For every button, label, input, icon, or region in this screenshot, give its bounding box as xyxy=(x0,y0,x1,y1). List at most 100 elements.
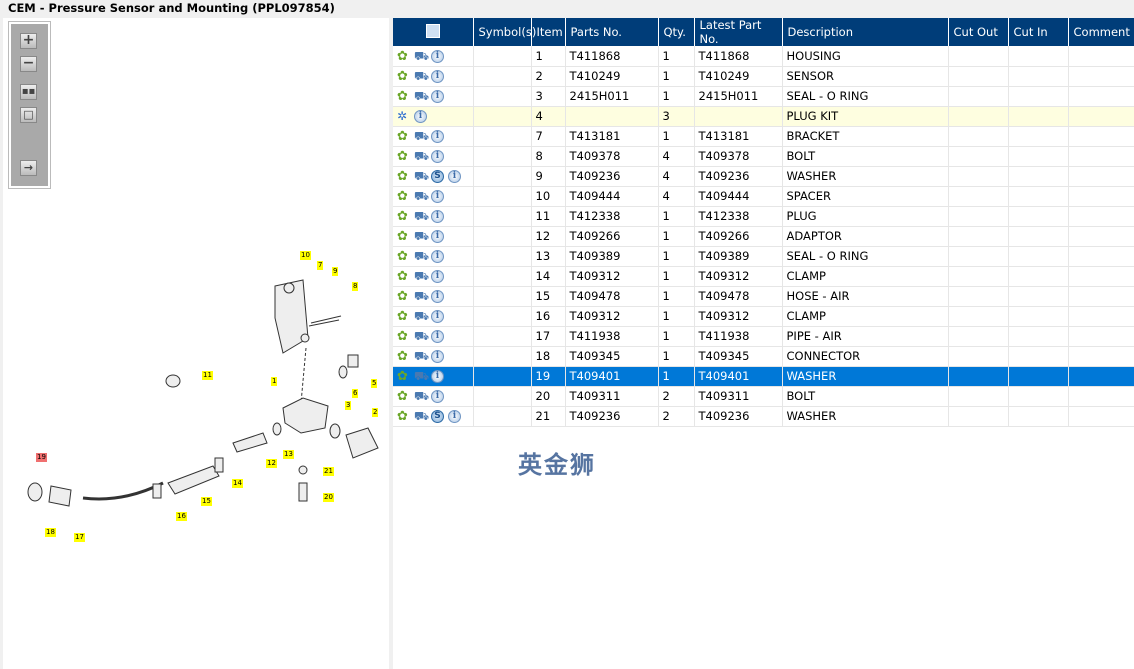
cart-icon[interactable]: ⛟ xyxy=(414,229,430,243)
gears-icon[interactable]: ✲ xyxy=(397,109,408,123)
zoom-out-button[interactable]: − xyxy=(20,56,37,72)
cart-icon[interactable]: ⛟ xyxy=(414,309,430,323)
info-icon[interactable]: i xyxy=(431,150,444,163)
gear-icon[interactable]: ✿ xyxy=(397,329,408,344)
header-item[interactable]: Item xyxy=(531,18,566,46)
gear-icon[interactable]: ✿ xyxy=(397,229,408,244)
cart-icon[interactable]: ⛟ xyxy=(414,209,430,223)
cart-icon[interactable]: ⛟ xyxy=(414,169,430,183)
callout-label[interactable]: 18 xyxy=(45,528,56,537)
callout-label[interactable]: 5 xyxy=(371,379,378,388)
header-latest-part-no[interactable]: Latest Part No. xyxy=(694,18,783,46)
cart-icon[interactable]: ⛟ xyxy=(414,189,430,203)
header-comment[interactable]: Comment xyxy=(1068,18,1134,46)
supersession-icon[interactable]: S xyxy=(431,170,444,183)
info-icon[interactable]: i xyxy=(431,70,444,83)
callout-label[interactable]: 12 xyxy=(266,459,277,468)
fit-all-button[interactable]: ▪▪ xyxy=(20,84,37,100)
actual-size-button[interactable]: □ xyxy=(20,107,37,123)
gear-icon[interactable]: ✿ xyxy=(397,389,408,404)
callout-label[interactable]: 19 xyxy=(36,453,47,462)
supersession-icon[interactable]: S xyxy=(431,410,444,423)
callout-label[interactable]: 20 xyxy=(323,493,334,502)
header-parts-no[interactable]: Parts No. xyxy=(565,18,659,46)
header-cut-out[interactable]: Cut Out xyxy=(948,18,1009,46)
header-description[interactable]: Description xyxy=(782,18,949,46)
header-qty[interactable]: Qty. xyxy=(658,18,695,46)
gear-icon[interactable]: ✿ xyxy=(397,129,408,144)
cart-icon[interactable]: ⛟ xyxy=(414,89,430,103)
gear-icon[interactable]: ✿ xyxy=(397,309,408,324)
info-icon[interactable]: i xyxy=(431,230,444,243)
cart-icon[interactable]: ⛟ xyxy=(414,289,430,303)
info-icon[interactable]: i xyxy=(431,330,444,343)
callout-label[interactable]: 9 xyxy=(332,267,339,276)
info-icon[interactable]: i xyxy=(431,310,444,323)
search-header-button[interactable] xyxy=(393,18,474,46)
callout-label[interactable]: 21 xyxy=(323,467,334,476)
cart-icon[interactable]: ⛟ xyxy=(414,149,430,163)
cart-icon[interactable]: ⛟ xyxy=(414,48,430,63)
cart-icon[interactable]: ⛟ xyxy=(414,249,430,263)
gear-icon[interactable]: ✿ xyxy=(397,169,408,184)
info-icon[interactable]: i xyxy=(431,350,444,363)
zoom-in-button[interactable]: + xyxy=(20,33,37,49)
cart-icon[interactable]: ⛟ xyxy=(414,129,430,143)
gear-icon[interactable]: ✿ xyxy=(397,48,408,64)
info-icon[interactable]: i xyxy=(431,190,444,203)
cart-icon[interactable]: ⛟ xyxy=(414,349,430,363)
info-icon[interactable]: i xyxy=(448,410,461,423)
gear-icon[interactable]: ✿ xyxy=(397,409,408,424)
cart-icon[interactable]: ⛟ xyxy=(414,369,430,383)
gear-icon[interactable]: ✿ xyxy=(397,189,408,204)
callout-label[interactable]: 13 xyxy=(283,450,294,459)
info-icon[interactable]: i xyxy=(431,390,444,403)
gear-icon[interactable]: ✿ xyxy=(397,69,408,84)
info-icon[interactable]: i xyxy=(414,110,427,123)
callout-label[interactable]: 16 xyxy=(176,512,187,521)
gear-icon[interactable]: ✿ xyxy=(397,149,408,164)
info-icon[interactable]: i xyxy=(448,170,461,183)
info-icon[interactable]: i xyxy=(431,290,444,303)
info-icon[interactable]: i xyxy=(431,210,444,223)
header-symbols[interactable]: Symbol(s) xyxy=(473,18,536,46)
callout-label[interactable]: 1 xyxy=(271,377,278,386)
cart-icon[interactable]: ⛟ xyxy=(414,269,430,283)
callout-label[interactable]: 8 xyxy=(352,282,359,291)
info-icon[interactable]: i xyxy=(431,250,444,263)
info-icon[interactable]: i xyxy=(431,49,444,63)
cart-icon[interactable]: ⛟ xyxy=(414,69,430,83)
callout-label[interactable]: 15 xyxy=(201,497,212,506)
gear-icon[interactable]: ✿ xyxy=(397,209,408,224)
cart-icon[interactable]: ⛟ xyxy=(414,329,430,343)
callout-label[interactable]: 2 xyxy=(372,408,379,417)
header-cut-in[interactable]: Cut In xyxy=(1008,18,1069,46)
callout-label[interactable]: 3 xyxy=(345,401,352,410)
gear-icon[interactable]: ✿ xyxy=(397,349,408,364)
callout-label[interactable]: 10 xyxy=(300,251,311,260)
info-icon[interactable]: i xyxy=(431,370,444,383)
callout-label[interactable]: 11 xyxy=(202,371,213,380)
toggle-panel-button[interactable]: → xyxy=(20,160,37,176)
callout-label[interactable]: 7 xyxy=(317,261,324,270)
gear-icon[interactable]: ✿ xyxy=(397,249,408,264)
cart-icon[interactable]: ⛟ xyxy=(414,389,430,403)
info-icon[interactable]: i xyxy=(431,270,444,283)
